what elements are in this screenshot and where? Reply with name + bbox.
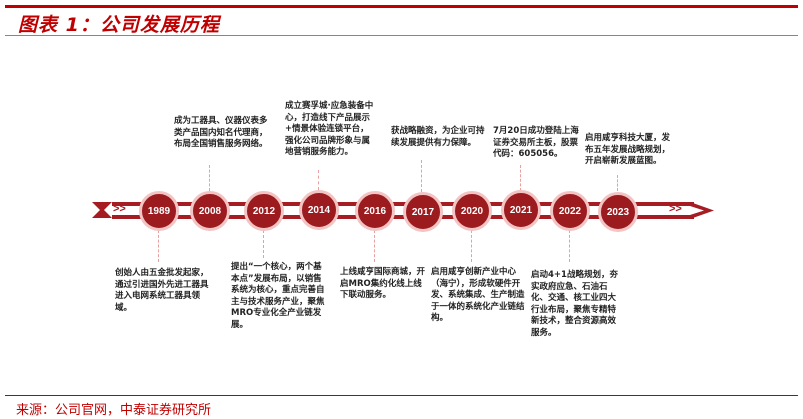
milestone-node-2022: 2022 bbox=[550, 191, 590, 231]
top-rule bbox=[5, 5, 798, 8]
milestone-text-2020: 启用咸亨创新产业中心（海宁），形成软硬件开发、系统集成、生产制造于一体的系统化产… bbox=[431, 267, 525, 323]
milestone-text-2022: 启动4+1战略规划，夯实政府应急、石油石化、交通、核工业四大行业布局，聚焦专精特… bbox=[531, 270, 618, 338]
milestone-node-1989: 1989 bbox=[139, 191, 179, 231]
connector-1989 bbox=[158, 230, 159, 262]
source-note: 来源：公司官网，中泰证券研究所 bbox=[16, 403, 212, 418]
milestone-node-2021: 2021 bbox=[501, 190, 541, 230]
milestone-node-2016: 2016 bbox=[355, 191, 395, 231]
title-rule bbox=[5, 35, 798, 36]
milestone-text-2014: 成立赛孚城·应急装备中心，打造线下产品展示+情景体验连锁平台，强化公司品牌形象与… bbox=[285, 101, 374, 157]
arrow-end-icon: >> bbox=[669, 203, 682, 215]
connector-2008 bbox=[209, 165, 210, 191]
milestone-text-2023: 启用咸亨科技大厦，发布五年发展战略规划，开启崭新发展蓝图。 bbox=[585, 133, 671, 166]
milestone-text-2017: 获战略融资，为企业可持续发展提供有力保障。 bbox=[391, 126, 485, 148]
connector-2017 bbox=[421, 160, 422, 192]
arrow-start-icon: >> bbox=[113, 203, 126, 215]
milestone-node-2017: 2017 bbox=[403, 192, 443, 232]
milestone-node-2008: 2008 bbox=[190, 191, 230, 231]
connector-2014 bbox=[318, 170, 319, 190]
connector-2022 bbox=[569, 230, 570, 262]
connector-2020 bbox=[471, 230, 472, 262]
connector-2016 bbox=[374, 230, 375, 262]
milestone-text-2021: 7月20日成功登陆上海证券交易所主板，股票代码：605056。 bbox=[493, 126, 579, 159]
milestone-text-2012: 提出“一个核心，两个基本点”发展布局，以销售系统为核心，重点完善自主与技术服务产… bbox=[231, 262, 325, 330]
milestone-text-2008: 成为工器具、仪器仪表多类产品国内知名代理商，布局全国销售服务网络。 bbox=[174, 116, 268, 149]
bottom-rule bbox=[5, 395, 798, 396]
connector-2012 bbox=[263, 230, 264, 258]
milestone-text-2016: 上线咸亨国际商城，开启MRO集约化线上线下联动服务。 bbox=[340, 267, 426, 300]
milestone-node-2014: 2014 bbox=[299, 190, 339, 230]
milestone-node-2020: 2020 bbox=[452, 191, 492, 231]
connector-2023 bbox=[617, 175, 618, 191]
connector-2021 bbox=[520, 165, 521, 191]
figure-title: 图表 1：公司发展历程 bbox=[18, 14, 220, 36]
milestone-node-2012: 2012 bbox=[244, 191, 284, 231]
milestone-node-2023: 2023 bbox=[598, 192, 638, 232]
milestone-text-1989: 创始人由五金批发起家，通过引进国外先进工器具进入电网系统工器具领域。 bbox=[115, 268, 209, 313]
